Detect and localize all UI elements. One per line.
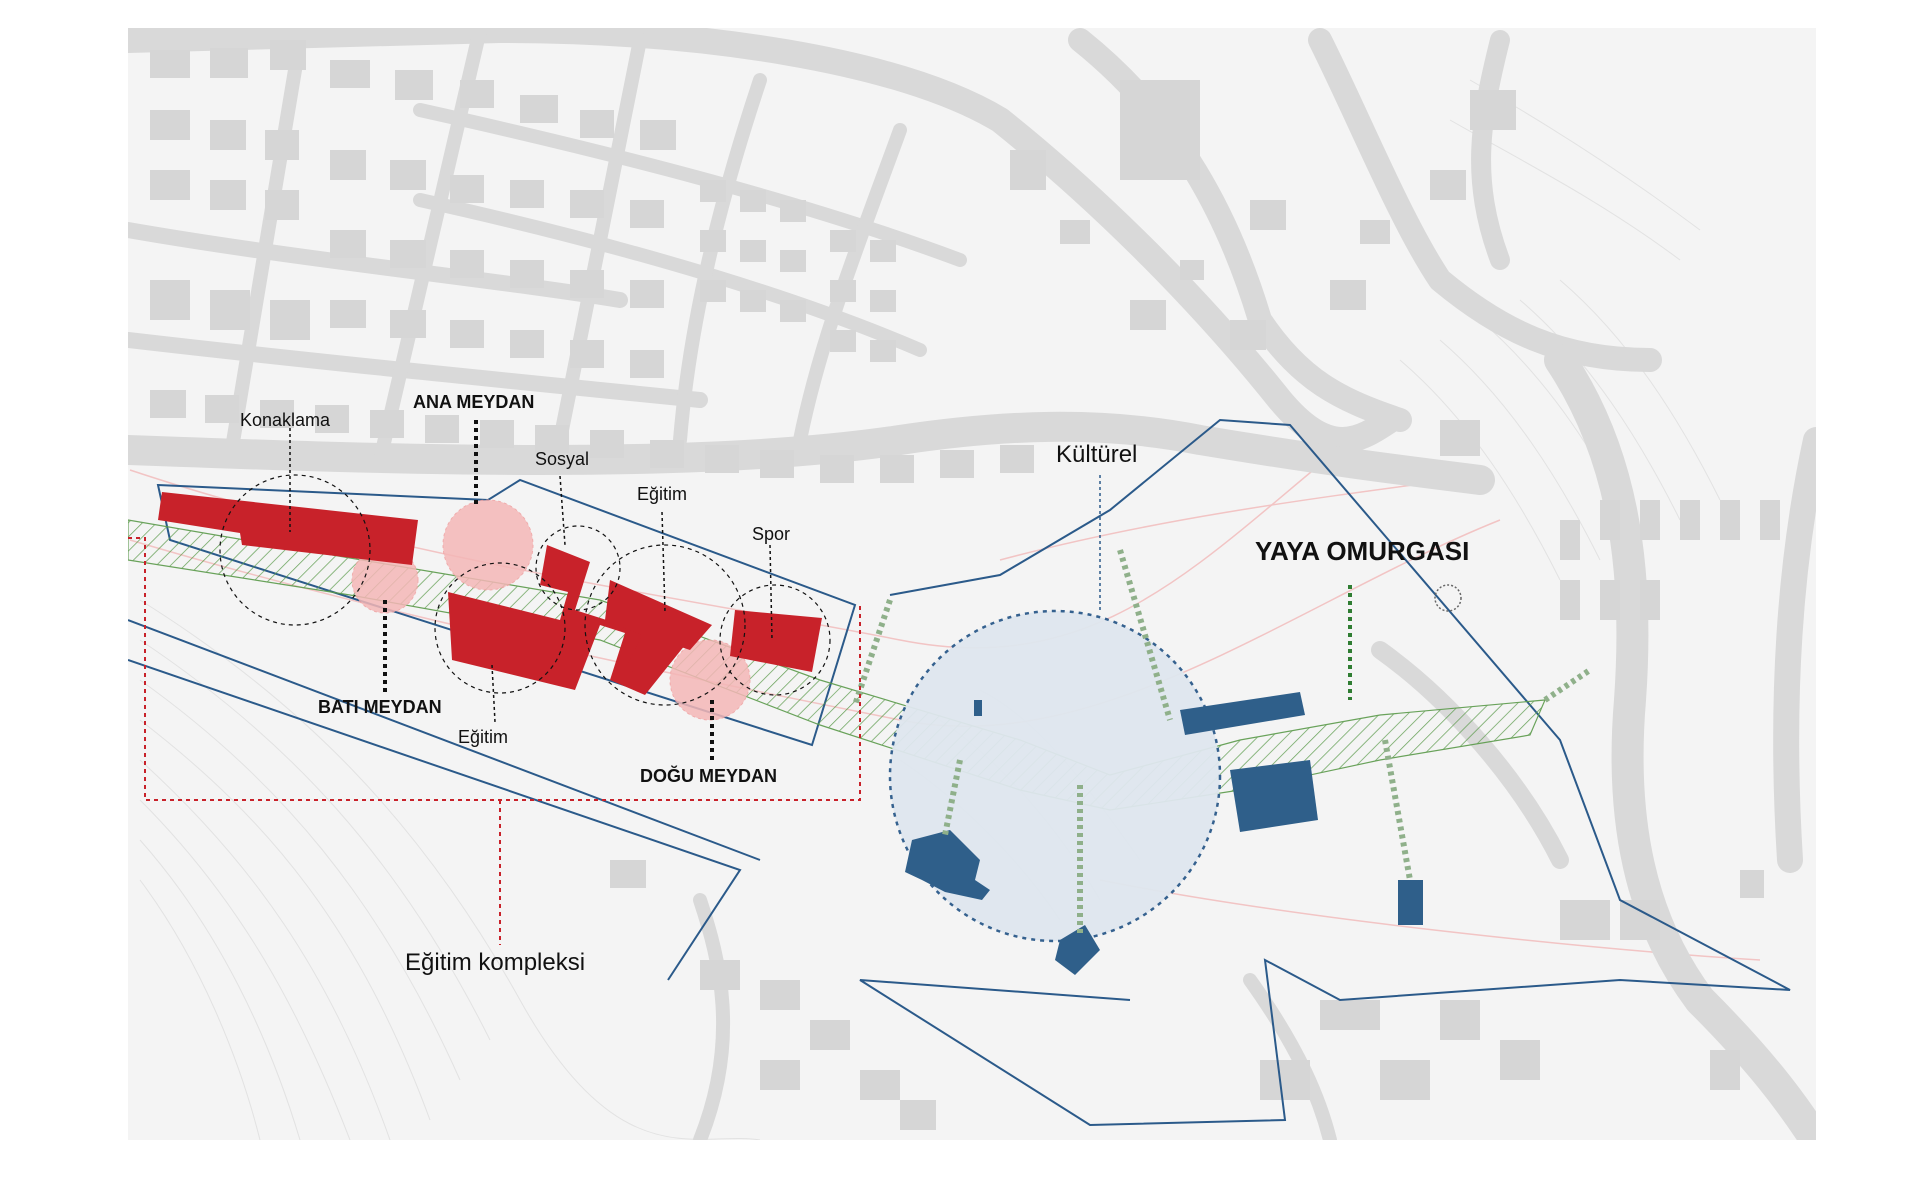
connector-paths <box>852 549 1592 935</box>
education-buildings <box>158 492 822 695</box>
label-egitim-top: Eğitim <box>637 484 687 504</box>
label-dogu-meydan: DOĞU MEYDAN <box>640 765 777 786</box>
site-marker-icon <box>1434 584 1462 612</box>
konaklama-building <box>158 492 418 565</box>
label-kulturel: Kültürel <box>1056 441 1137 468</box>
label-bati-meydan: BATI MEYDAN <box>318 697 442 717</box>
cultural-zone <box>888 609 1222 943</box>
label-egitim-bottom: Eğitim <box>458 727 508 747</box>
egitim-h-building <box>448 545 685 695</box>
egitim-zone-right <box>584 544 746 706</box>
roads <box>128 28 1816 1140</box>
education-complex-outline <box>128 537 861 801</box>
label-spor: Spor <box>752 524 790 544</box>
label-konaklama: Konaklama <box>240 410 331 430</box>
ana-meydan-plaza <box>442 499 534 591</box>
label-egitim-kompleksi: Eğitim kompleksi <box>405 949 585 976</box>
pedestrian-spine <box>128 519 1546 811</box>
egitim-building <box>605 580 712 675</box>
spor-zone <box>719 584 831 696</box>
label-leaders <box>289 428 1101 723</box>
plaza-leaders <box>383 420 714 760</box>
konaklama-zone <box>219 474 371 626</box>
label-ana-meydan: ANA MEYDAN <box>413 392 534 412</box>
program-circles <box>219 474 831 706</box>
egitim-zone-left <box>434 562 566 694</box>
label-yaya-omurgasi: YAYA OMURGASI <box>1255 536 1469 566</box>
sosyal-zone <box>535 525 621 611</box>
spor-building <box>730 610 822 672</box>
label-sosyal: Sosyal <box>535 449 589 469</box>
cultural-buildings <box>905 692 1423 975</box>
context-buildings <box>150 40 1780 1130</box>
